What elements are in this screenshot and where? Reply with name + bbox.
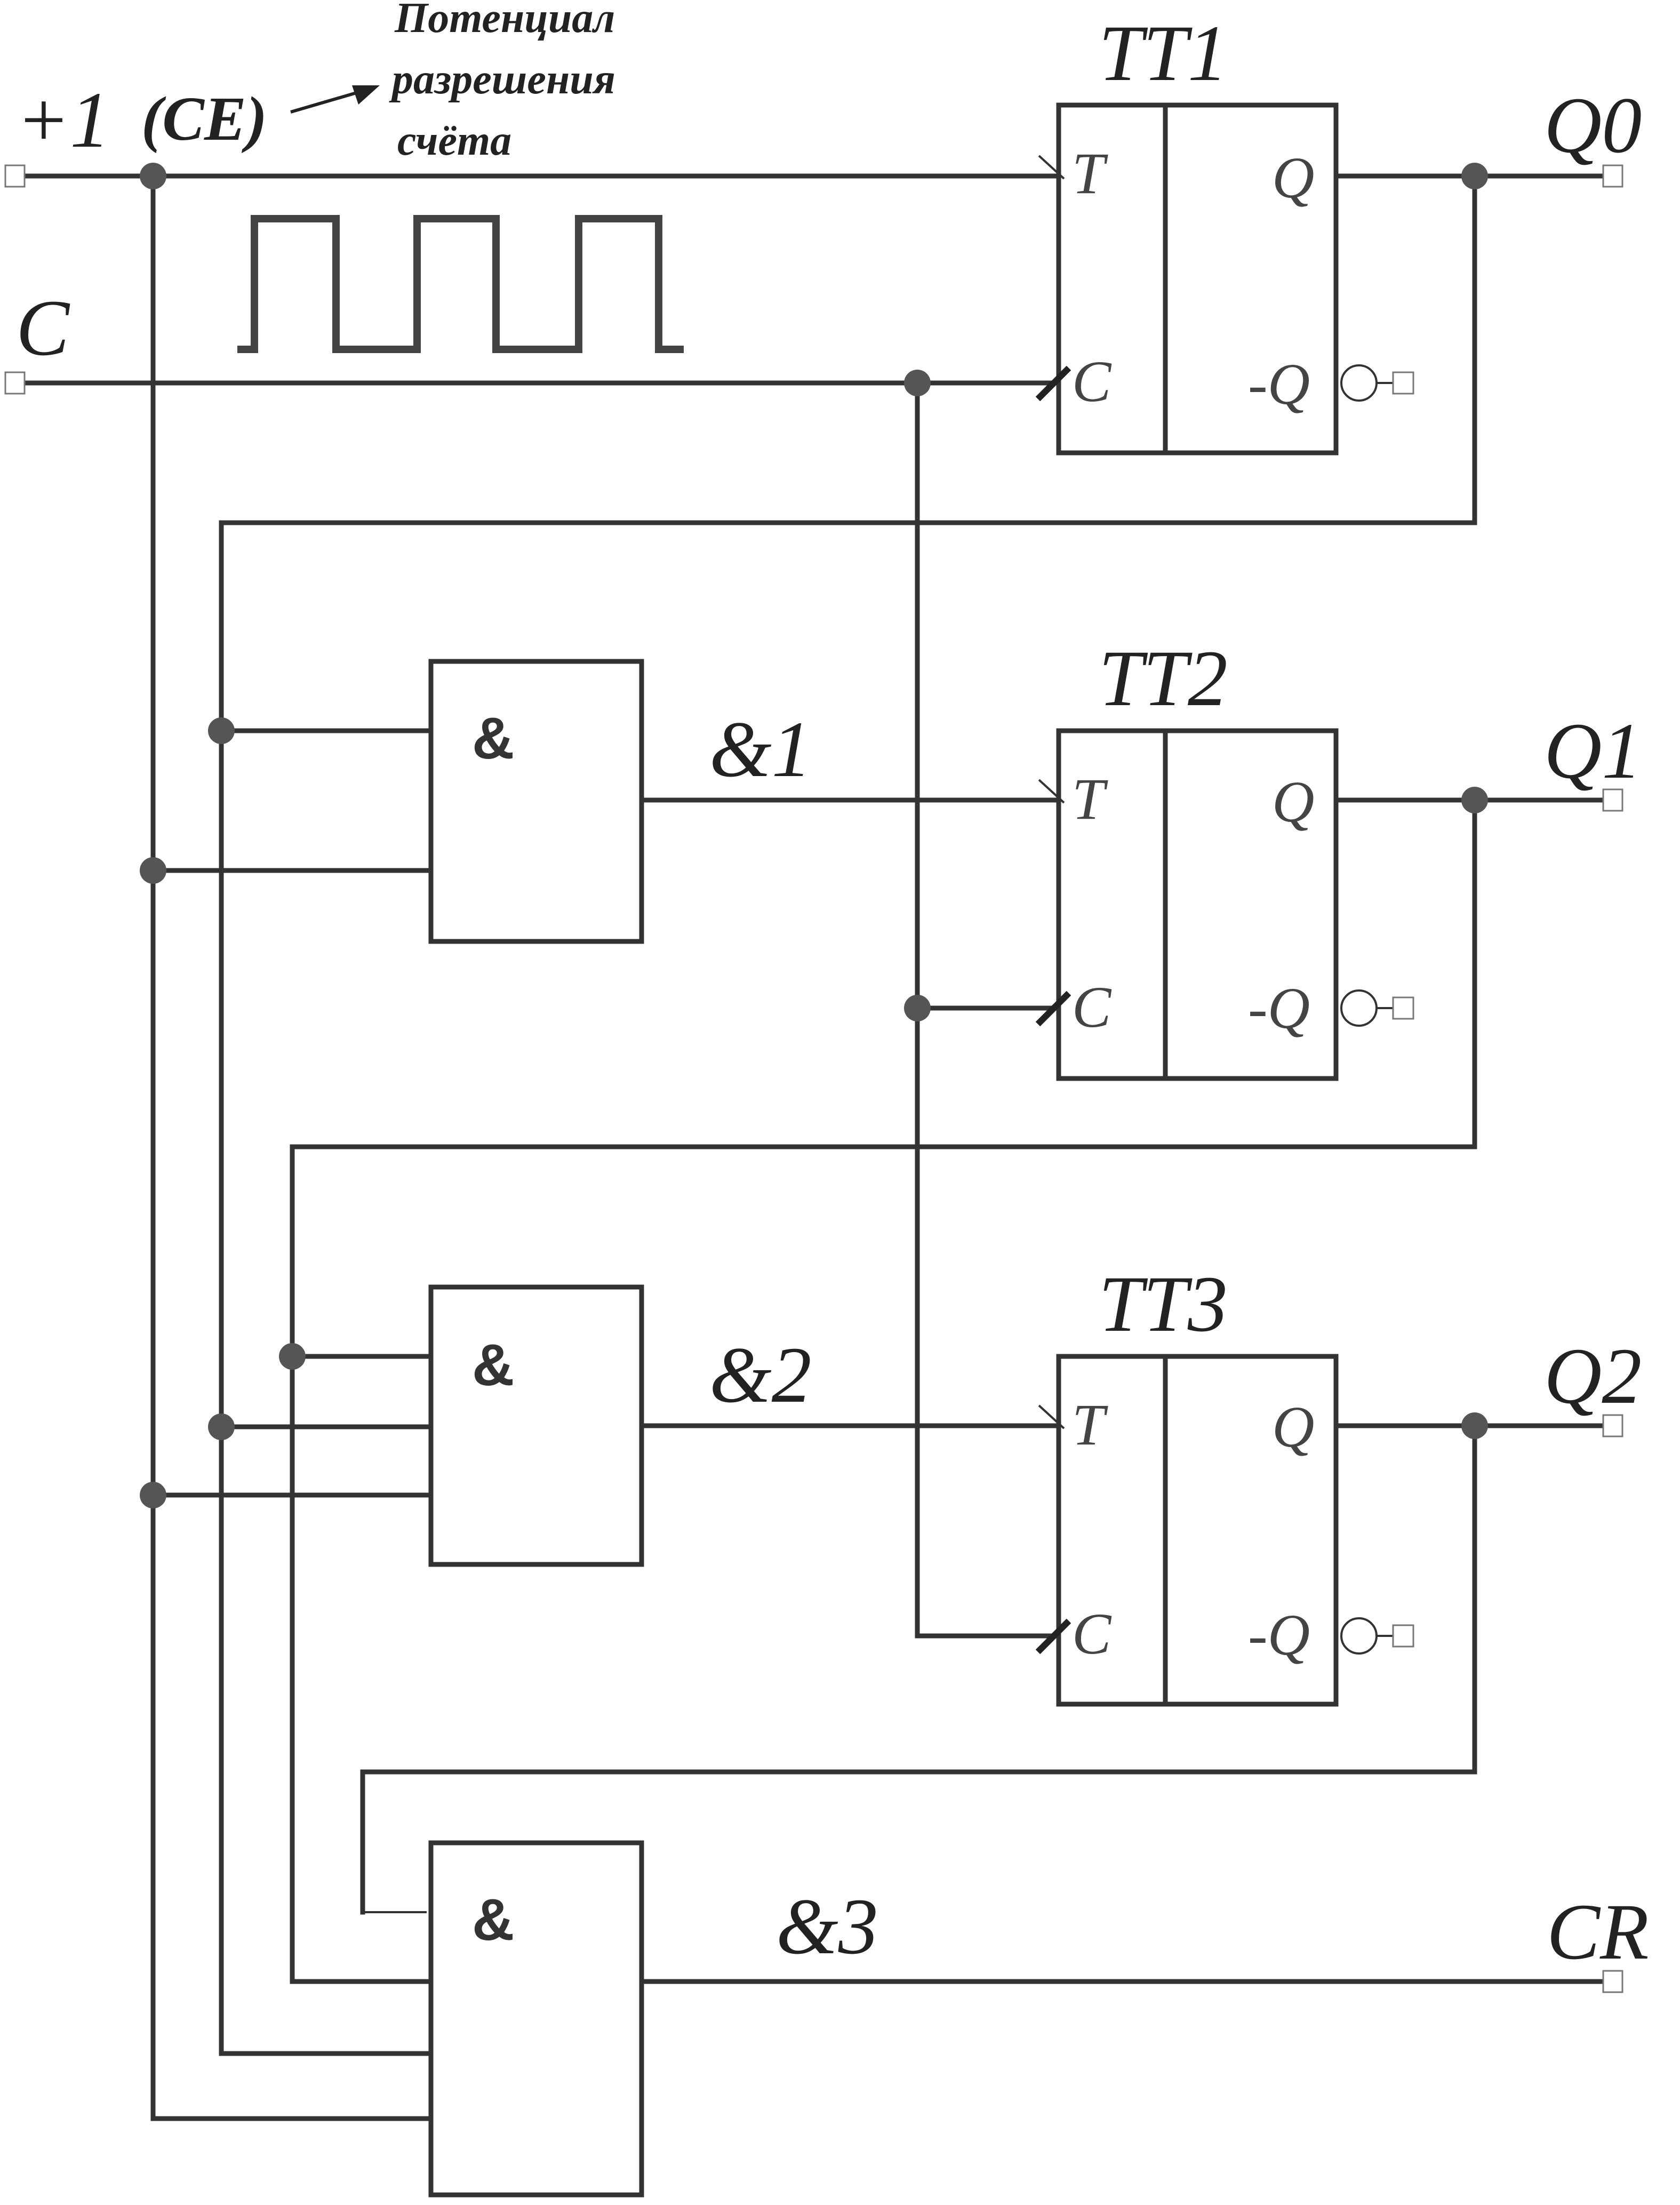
tt3-t-edge-icon — [1038, 1404, 1065, 1429]
note-line-2: разрешения — [389, 56, 615, 103]
clock-terminal — [4, 371, 26, 395]
gate3-output-label: &3 — [776, 1882, 878, 1971]
gate2-output-label: &2 — [709, 1331, 812, 1419]
tt1-c-edge-icon — [1035, 365, 1071, 402]
tt2-pin-nq: -Q — [1248, 976, 1310, 1041]
junction-dot — [904, 995, 931, 1021]
clock-pulse-graphic — [237, 215, 684, 353]
tt1-pin-t: T — [1072, 141, 1108, 206]
tt2-pin-c: C — [1072, 974, 1112, 1040]
nq2-terminal — [1392, 996, 1414, 1020]
clock-input-label: C — [16, 284, 70, 372]
note-line-1: Потенциал — [394, 0, 615, 42]
and-gate-2 — [428, 1284, 644, 1567]
cr-terminal — [1602, 1970, 1623, 1993]
tt1-pin-c: C — [1072, 349, 1112, 414]
q0-bus — [219, 173, 1477, 2056]
q1-bus — [290, 797, 1477, 1984]
flipflop-tt2 — [1035, 728, 1339, 1081]
gate3-symbol: & — [472, 1887, 514, 1953]
junction-dot — [279, 1343, 306, 1370]
tt1-pin-q: Q — [1272, 145, 1314, 210]
q2-label: Q2 — [1544, 1332, 1642, 1420]
nq3-terminal — [1392, 1624, 1414, 1648]
q2-terminal — [1602, 1414, 1623, 1437]
gate2-symbol: & — [472, 1332, 514, 1398]
junction-dot — [1461, 787, 1488, 813]
cr-label: CR — [1547, 1888, 1649, 1976]
flipflop-tt3 — [1035, 1354, 1339, 1707]
tt3-pin-q: Q — [1272, 1394, 1314, 1459]
junction-dot — [1461, 1412, 1488, 1439]
tt2-body — [1056, 728, 1339, 1081]
tt2-c-edge-icon — [1035, 990, 1071, 1027]
nq-bubble-1 — [1340, 364, 1378, 402]
gate1-output-label: &1 — [709, 705, 812, 794]
and-gate-3 — [428, 1840, 644, 2198]
nq-bubble-3 — [1340, 1617, 1378, 1655]
junction-dot — [208, 1413, 235, 1440]
tt3-title: TT3 — [1099, 1260, 1228, 1348]
tt3-pin-t: T — [1072, 1392, 1108, 1457]
tt2-pin-t: T — [1072, 766, 1108, 832]
tt2-t-edge-icon — [1038, 779, 1065, 804]
flipflop-tt1 — [1035, 102, 1339, 456]
annotation-arrow — [290, 85, 380, 114]
tt1-title: TT1 — [1099, 9, 1228, 98]
ce-input-label: +1 — [16, 76, 110, 164]
nq1-terminal — [1392, 371, 1414, 395]
ce-tag-label: (CE) — [141, 84, 267, 154]
junction-dot — [140, 163, 166, 189]
junction-dot — [208, 717, 235, 744]
and-gate-1 — [428, 659, 644, 944]
tt1-pin-nq: -Q — [1248, 351, 1310, 417]
tt3-pin-nq: -Q — [1248, 1602, 1310, 1667]
junction-dot — [1461, 163, 1488, 189]
tt1-t-edge-icon — [1038, 155, 1065, 180]
labels: +1 (CE) C Потенциал разрешения счёта TT1… — [16, 0, 1649, 1976]
ce-terminal — [4, 164, 26, 188]
junction-dot — [904, 370, 931, 396]
tt3-pin-c: C — [1072, 1601, 1112, 1666]
wires — [13, 173, 1613, 2121]
gate1-symbol: & — [472, 706, 514, 771]
junction-dot — [140, 1482, 166, 1508]
q0-terminal — [1602, 164, 1623, 188]
junction-dot — [140, 857, 166, 884]
q0-label: Q0 — [1544, 81, 1642, 170]
tt2-pin-q: Q — [1272, 769, 1314, 834]
note-line-3: счёта — [397, 117, 511, 164]
nq-bubble-2 — [1340, 989, 1378, 1027]
q1-label: Q1 — [1544, 707, 1642, 795]
q2-bus — [360, 1423, 1477, 1915]
q1-terminal — [1602, 788, 1623, 812]
tt2-title: TT2 — [1099, 634, 1228, 723]
tt3-body — [1056, 1354, 1339, 1707]
tt3-c-edge-icon — [1035, 1618, 1071, 1655]
junctions — [140, 163, 1488, 1508]
arrow-head-icon — [352, 85, 380, 105]
tt1-body — [1056, 102, 1339, 456]
terminals — [4, 164, 1623, 1993]
pulse-waveform — [237, 215, 684, 353]
arrow-line — [290, 90, 361, 114]
